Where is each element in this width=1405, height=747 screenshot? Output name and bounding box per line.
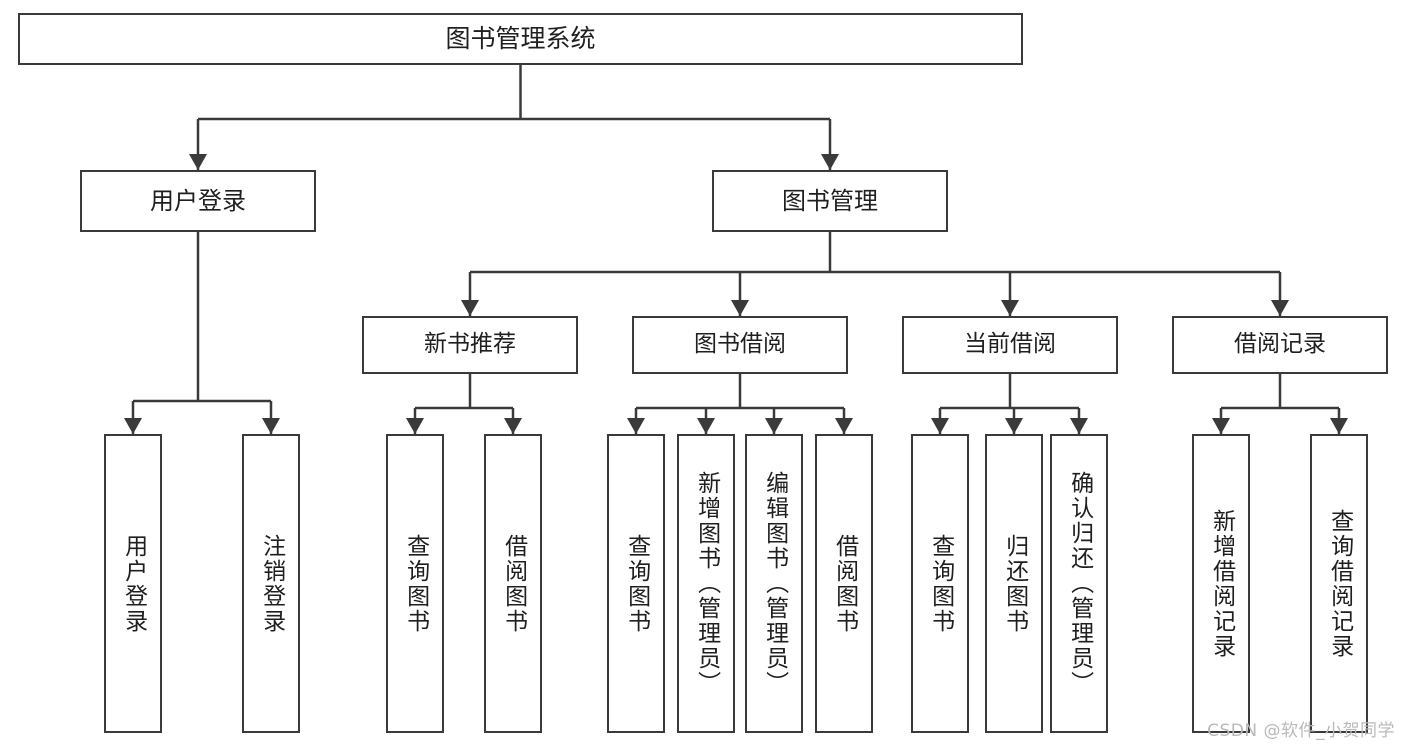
arrowhead-icon	[731, 300, 749, 316]
node-leaf-bor-3[interactable]: 编辑图书（管理员）	[745, 434, 803, 733]
node-label: 借阅图书	[500, 533, 527, 634]
node-borrow[interactable]: 图书借阅	[632, 316, 848, 374]
node-label: 新书推荐	[424, 331, 516, 358]
arrowhead-icon	[262, 418, 280, 434]
node-leaf-new-1[interactable]: 查询图书	[386, 434, 444, 733]
node-leaf-bor-4[interactable]: 借阅图书	[815, 434, 873, 733]
node-bookmgmt[interactable]: 图书管理	[712, 170, 948, 232]
arrowhead-icon	[189, 154, 207, 170]
node-label: 查询图书	[402, 533, 429, 634]
node-label: 图书管理	[782, 186, 878, 215]
node-leaf-bor-1[interactable]: 查询图书	[607, 434, 665, 733]
node-label: 编辑图书（管理员）	[761, 471, 788, 696]
arrowhead-icon	[821, 154, 839, 170]
node-label: 当前借阅	[964, 331, 1056, 358]
arrowhead-icon	[1330, 418, 1348, 434]
arrowhead-icon	[1070, 418, 1088, 434]
node-leaf-rec-1[interactable]: 新增借阅记录	[1192, 434, 1250, 733]
node-newbook[interactable]: 新书推荐	[362, 316, 578, 374]
node-label: 确认归还（管理员）	[1066, 471, 1093, 696]
node-leaf-login-2[interactable]: 注销登录	[242, 434, 300, 733]
arrowhead-icon	[1001, 300, 1019, 316]
arrowhead-icon	[1005, 418, 1023, 434]
node-root[interactable]: 图书管理系统	[18, 13, 1023, 65]
arrowhead-icon	[1271, 300, 1289, 316]
node-label: 图书借阅	[694, 331, 786, 358]
node-label: 借阅图书	[831, 533, 858, 634]
arrowhead-icon	[627, 418, 645, 434]
arrowhead-icon	[124, 418, 142, 434]
node-leaf-cur-2[interactable]: 归还图书	[985, 434, 1043, 733]
watermark-label: CSDN @软件_小贺同学	[1207, 721, 1395, 741]
node-label: 查询图书	[927, 533, 954, 634]
arrowhead-icon	[1212, 418, 1230, 434]
node-leaf-cur-3[interactable]: 确认归还（管理员）	[1050, 434, 1108, 733]
arrowhead-icon	[461, 300, 479, 316]
arrowhead-icon	[504, 418, 522, 434]
node-label: 用户登录	[150, 186, 246, 215]
node-label: 查询图书	[623, 533, 650, 634]
node-label: 新增借阅记录	[1208, 508, 1235, 659]
node-label: 用户登录	[120, 533, 147, 634]
node-label: 新增图书（管理员）	[693, 471, 720, 696]
node-current[interactable]: 当前借阅	[902, 316, 1118, 374]
node-leaf-rec-2[interactable]: 查询借阅记录	[1310, 434, 1368, 733]
node-records[interactable]: 借阅记录	[1172, 316, 1388, 374]
node-leaf-new-2[interactable]: 借阅图书	[484, 434, 542, 733]
node-label: 查询借阅记录	[1326, 508, 1353, 659]
node-label: 注销登录	[258, 533, 285, 634]
arrowhead-icon	[697, 418, 715, 434]
arrowhead-icon	[765, 418, 783, 434]
node-leaf-cur-1[interactable]: 查询图书	[911, 434, 969, 733]
arrowhead-icon	[406, 418, 424, 434]
arrowhead-icon	[931, 418, 949, 434]
node-leaf-login-1[interactable]: 用户登录	[104, 434, 162, 733]
node-label: 借阅记录	[1234, 331, 1326, 358]
node-leaf-bor-2[interactable]: 新增图书（管理员）	[677, 434, 735, 733]
node-login[interactable]: 用户登录	[80, 170, 316, 232]
node-label: 归还图书	[1001, 533, 1028, 634]
arrowhead-icon	[835, 418, 853, 434]
node-label: 图书管理系统	[445, 24, 596, 54]
